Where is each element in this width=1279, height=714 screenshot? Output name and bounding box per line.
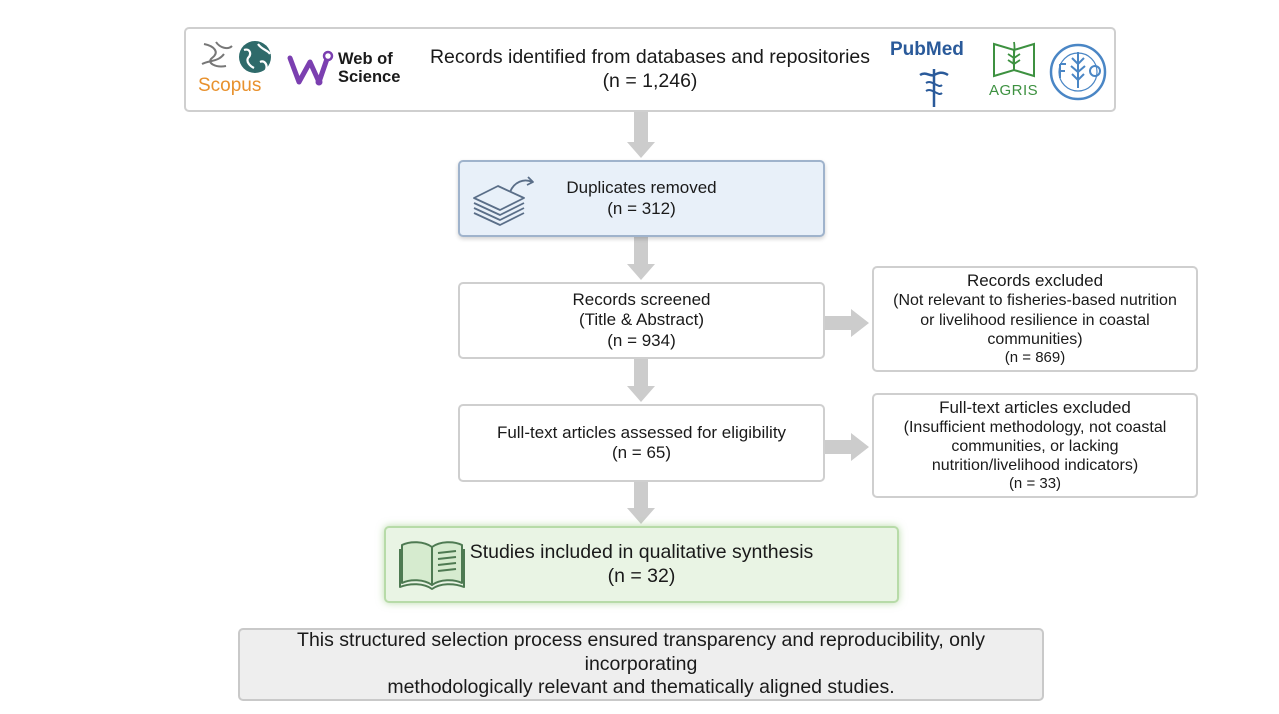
records-excluded-reason-line: or livelihood resilience in coastal	[920, 311, 1150, 329]
wos-line2: Science	[338, 68, 401, 86]
arrow-duplicates-to-screened	[627, 237, 655, 280]
duplicates-removed-count: (n = 312)	[607, 198, 676, 218]
records-screened-box: Records screened (Title & Abstract) (n =…	[458, 282, 825, 359]
arrow-fulltext-to-included	[627, 482, 655, 524]
open-book-icon	[399, 541, 465, 590]
records-screened-label: Records screened	[572, 289, 711, 309]
pubmed-logo-icon: PubMed	[888, 33, 982, 109]
fao-logo-icon	[1047, 42, 1109, 102]
arrow-identified-to-duplicates	[627, 112, 655, 158]
web-of-science-logo-icon: Web of Science	[286, 48, 411, 90]
records-identified-count: (n = 1,246)	[602, 69, 698, 92]
fulltext-assessed-label: Full-text articles assessed for eligibil…	[496, 422, 787, 442]
agris-logo-text: AGRIS	[989, 82, 1039, 99]
studies-included-box: Studies included in qualitative synthesi…	[384, 526, 899, 603]
fulltext-excluded-reason-line: nutrition/livelihood indicators)	[931, 457, 1139, 475]
scopus-logo-icon: Scopus	[198, 38, 278, 100]
fulltext-assessed-box: Full-text articles assessed for eligibil…	[458, 404, 825, 482]
fulltext-excluded-label: Full-text articles excluded	[939, 397, 1131, 417]
scopus-logo-text: Scopus	[198, 75, 262, 96]
duplicates-removed-box: Duplicates removed (n = 312)	[458, 160, 825, 237]
records-excluded-reason-line: communities)	[987, 330, 1083, 348]
web-of-science-mark-icon	[287, 50, 334, 86]
records-excluded-count: (n = 869)	[1004, 348, 1066, 366]
caduceus-icon	[919, 69, 949, 107]
records-excluded-box: Records excluded (Not relevant to fisher…	[872, 266, 1198, 372]
fulltext-excluded-count: (n = 33)	[1008, 475, 1062, 493]
scopus-swirl-icon	[201, 41, 271, 73]
fulltext-excluded-reason-line: (Insufficient methodology, not coastal	[903, 418, 1167, 436]
studies-included-count: (n = 32)	[607, 564, 676, 587]
records-identified-box: Records identified from databases and re…	[184, 27, 1116, 112]
pubmed-logo-text: PubMed	[890, 39, 964, 60]
records-excluded-reason-line: (Not relevant to fisheries-based nutriti…	[893, 292, 1177, 310]
web-of-science-logo-text: Web of Science	[338, 50, 400, 86]
records-screened-subtitle: (Title & Abstract)	[578, 310, 704, 330]
fulltext-excluded-reason-line: communities, or lacking	[951, 438, 1119, 456]
agris-logo-icon: AGRIS	[986, 38, 1042, 102]
arrow-fulltext-to-ft-excluded	[825, 433, 869, 461]
arrow-screened-to-excluded	[825, 309, 869, 337]
fulltext-assessed-count: (n = 65)	[611, 443, 672, 462]
summary-note-line: This structured selection process ensure…	[297, 629, 985, 675]
studies-included-label: Studies included in qualitative synthesi…	[469, 541, 814, 564]
agris-mark-icon	[993, 41, 1035, 78]
arrow-screened-to-fulltext	[627, 359, 655, 402]
summary-note-box: This structured selection process ensure…	[238, 628, 1044, 701]
globe-icon	[239, 41, 271, 73]
duplicates-removed-label: Duplicates removed	[566, 178, 717, 198]
records-excluded-label: Records excluded	[966, 271, 1104, 291]
records-screened-count: (n = 934)	[607, 330, 676, 350]
fulltext-excluded-box: Full-text articles excluded (Insufficien…	[872, 393, 1198, 498]
summary-note-line: methodologically relevant and thematical…	[387, 676, 895, 699]
wos-line1: Web of	[338, 50, 393, 68]
fao-emblem-icon	[1049, 43, 1107, 101]
document-stack-icon	[473, 176, 534, 226]
records-identified-label: Records identified from databases and re…	[429, 46, 871, 69]
